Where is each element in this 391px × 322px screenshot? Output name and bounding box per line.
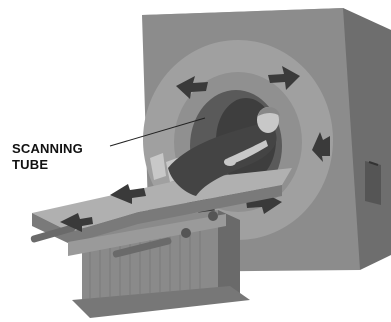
patient-hand (224, 158, 236, 166)
control-panel (365, 161, 381, 205)
table-knob (208, 211, 218, 221)
callout-line-2: TUBE (12, 157, 83, 173)
table-knob (181, 228, 191, 238)
scanning-tube-label: SCANNING TUBE (12, 141, 83, 173)
callout-line-1: SCANNING (12, 141, 83, 157)
